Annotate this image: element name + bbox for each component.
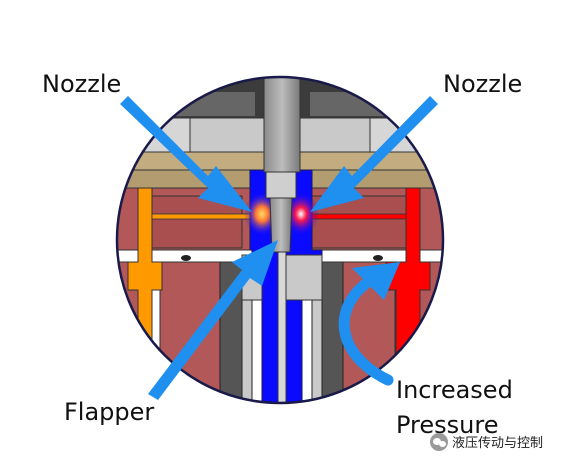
flapper xyxy=(269,197,293,253)
flapper-label: Flapper xyxy=(64,398,155,426)
nozzle-left-label: Nozzle xyxy=(42,70,122,98)
arrow-increased-pressure xyxy=(338,276,394,386)
arrow-nozzle-left xyxy=(120,96,252,212)
increased-label: Increased xyxy=(396,376,513,404)
pressure-label: Pressure xyxy=(396,411,499,439)
arrow-flapper xyxy=(148,240,278,400)
magnifier-circle xyxy=(115,75,445,405)
supply-channel-left xyxy=(127,187,163,403)
wechat-icon xyxy=(430,432,448,451)
nozzle-right-label: Nozzle xyxy=(443,70,523,98)
watermark-text: 液压传动与控制 xyxy=(452,436,544,451)
arrows xyxy=(120,96,438,400)
watermark: 液压传动与控制 xyxy=(430,432,543,451)
feedback-wire xyxy=(277,251,287,403)
arrow-nozzle-right xyxy=(310,96,438,212)
arrow-increased-pressure-head xyxy=(352,262,400,300)
valve-section xyxy=(117,77,443,403)
